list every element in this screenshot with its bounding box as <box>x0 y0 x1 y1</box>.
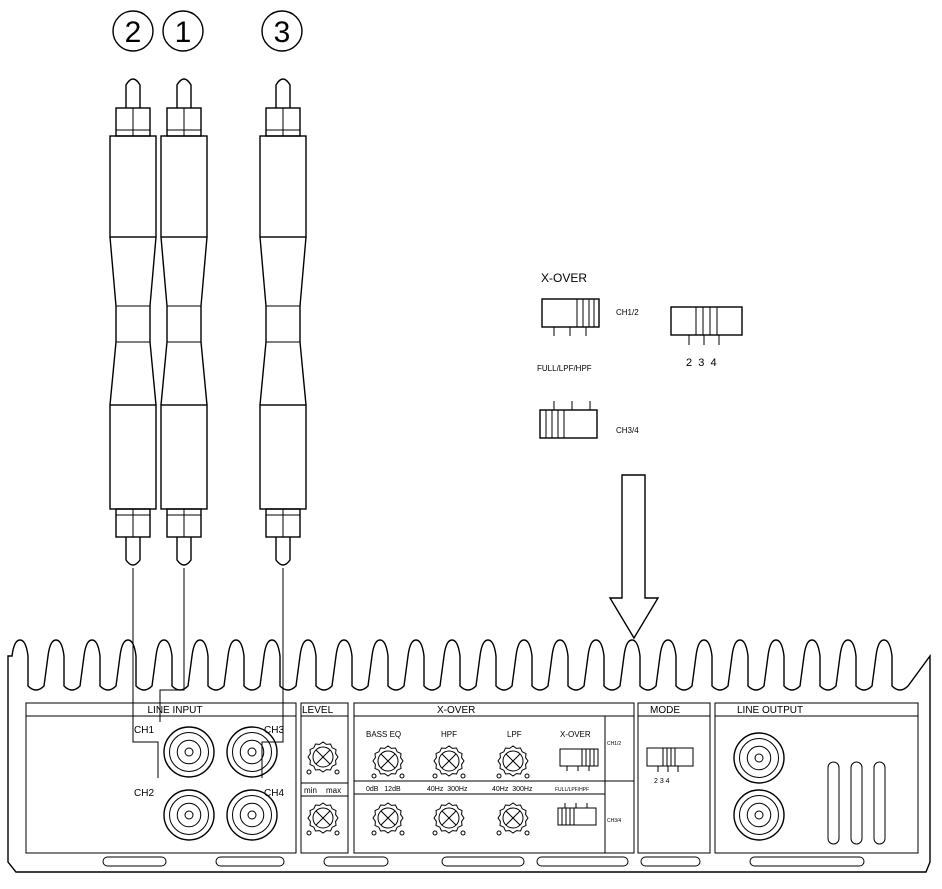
callout-3-label: 3 <box>274 16 291 49</box>
xover-detail-ch34: CH3/4 <box>616 426 639 435</box>
slide-switch-icon <box>557 803 597 826</box>
xover-switch-label: X-OVER <box>560 730 591 739</box>
panel-knobs <box>306 741 530 836</box>
knob-icon <box>371 745 405 779</box>
xover-detail-ch12: CH1/2 <box>616 308 639 317</box>
signal-wires <box>132 568 284 778</box>
panel-slot <box>102 856 167 867</box>
rca-jack-icon <box>733 789 785 841</box>
line-output-title: LINE OUTPUT <box>737 705 803 716</box>
level-section: LEVEL min max <box>301 705 348 797</box>
line-input-title: LINE INPUT <box>147 705 202 716</box>
mode-positions-label: 2 3 4 <box>654 778 670 785</box>
xover-full-lpf-hpf-label: FULL/LPF/HPF <box>555 787 589 793</box>
mode-detail-positions: 2 3 4 <box>686 357 717 369</box>
slide-switch-icon <box>539 401 598 439</box>
xover-detail: X-OVER CH1/2 FULL/LPF/HPF CH3/4 <box>537 271 743 439</box>
panel-slot <box>749 856 865 867</box>
line-output-jacks <box>733 732 785 841</box>
panel-slot <box>536 856 629 867</box>
rca-jack-icon <box>163 726 215 778</box>
xover-detail-full-lpf-hpf: FULL/LPF/HPF <box>537 364 592 373</box>
xover-section: X-OVER BASS EQ HPF LPF X-OVER CH1/2 CH3/… <box>354 705 634 853</box>
xover-title: X-OVER <box>437 705 475 716</box>
level-max-label: max <box>326 786 341 795</box>
rca-jack-icon <box>163 789 215 841</box>
rca-plug-icon <box>109 78 157 566</box>
level-title: LEVEL <box>302 705 334 716</box>
hpf-label: HPF <box>441 730 457 739</box>
xover-detail-title: X-OVER <box>541 271 587 285</box>
amplifier-panel <box>7 639 931 873</box>
line-input-ch3-label: CH3 <box>264 725 284 736</box>
rca-jack-icon <box>733 732 785 784</box>
mode-switch-icon <box>646 747 694 772</box>
mode-section: MODE 2 3 4 <box>646 705 694 785</box>
mode-switch-icon <box>670 306 743 345</box>
mode-title: MODE <box>650 705 680 716</box>
panel-slot <box>323 856 389 867</box>
slide-switch-icon <box>559 748 599 771</box>
callout-1-label: 1 <box>175 16 192 49</box>
knob-icon <box>496 802 530 836</box>
bass-eq-range: 0dB 12dB <box>366 786 401 793</box>
knob-icon <box>496 745 530 779</box>
rca-plug-icon <box>259 78 307 566</box>
level-min-label: min <box>304 786 317 795</box>
line-input-jacks <box>163 726 278 841</box>
panel-slot <box>640 856 701 867</box>
line-input-ch2-label: CH2 <box>134 788 154 799</box>
line-input-section: LINE INPUT CH1 CH3 CH2 CH4 <box>134 705 284 841</box>
panel-slot <box>215 856 285 867</box>
callout-2-label: 2 <box>125 16 142 49</box>
lpf-label: LPF <box>507 730 522 739</box>
hpf-range: 40Hz 300Hz <box>427 786 468 793</box>
knob-icon <box>432 745 466 779</box>
callout-1: 1 <box>162 10 204 52</box>
slide-switch-icon <box>541 298 600 336</box>
knob-icon <box>306 741 340 775</box>
knob-icon <box>432 802 466 836</box>
bass-eq-label: BASS EQ <box>366 730 401 739</box>
panel-slot <box>441 856 525 867</box>
line-input-ch4-label: CH4 <box>264 788 284 799</box>
arrow-down-icon <box>608 474 660 640</box>
rca-jack-icon <box>226 789 278 841</box>
xover-ch34-label: CH3/4 <box>607 818 621 824</box>
rca-jack-icon <box>226 726 278 778</box>
lpf-range: 40Hz 300Hz <box>492 786 533 793</box>
panel-slots <box>102 856 865 867</box>
knob-icon <box>371 802 405 836</box>
output-vents <box>827 761 886 845</box>
line-input-ch1-label: CH1 <box>134 725 154 736</box>
callout-2: 2 <box>112 10 154 52</box>
callout-3: 3 <box>261 10 303 52</box>
rca-plug-icon <box>160 78 208 566</box>
knob-icon <box>306 802 340 836</box>
line-output-section: LINE OUTPUT <box>733 705 886 845</box>
xover-ch12-label: CH1/2 <box>607 741 621 747</box>
rca-cables <box>109 78 307 566</box>
